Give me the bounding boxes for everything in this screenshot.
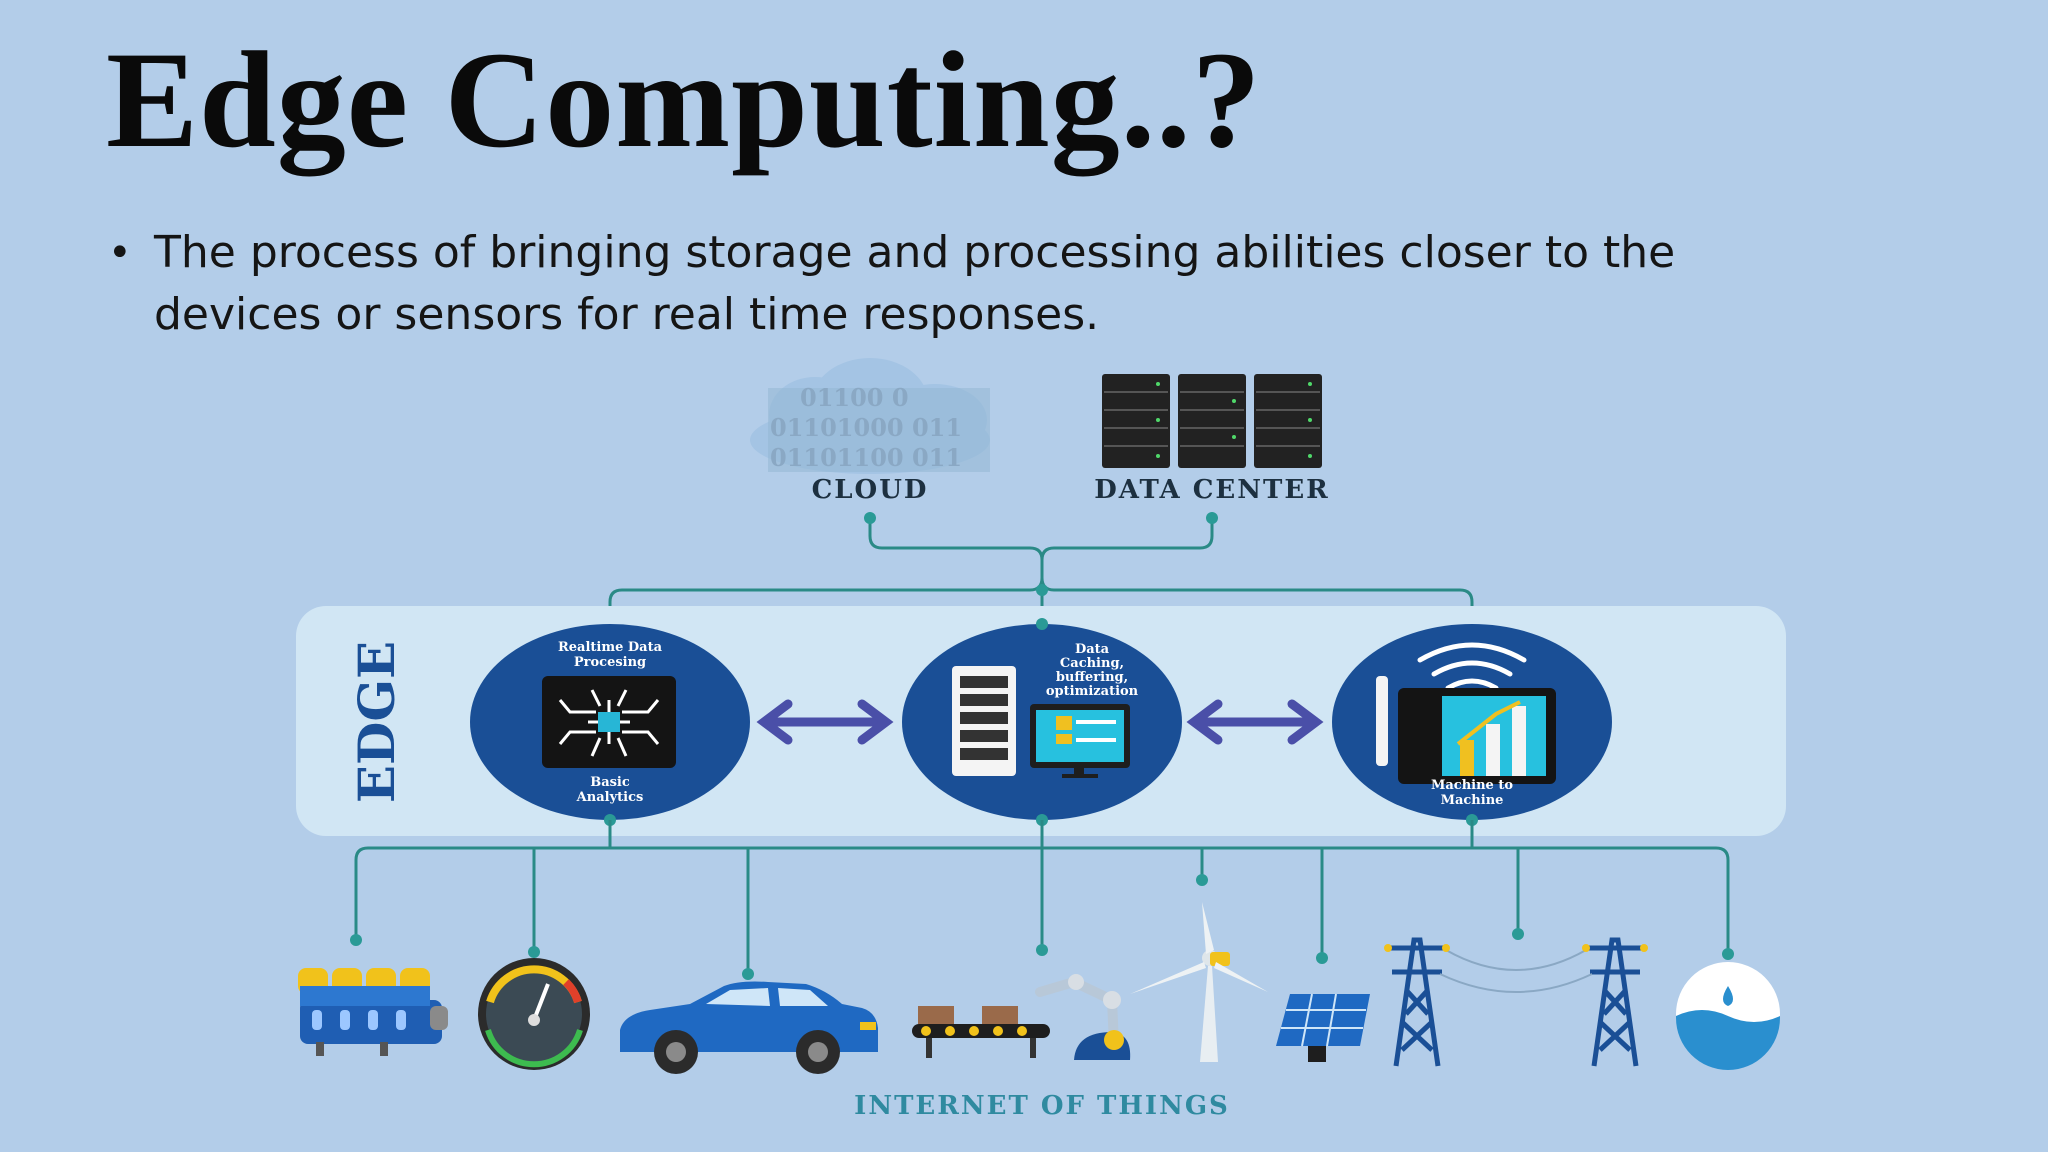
chip-icon — [558, 689, 660, 757]
solar-panel-icon — [1276, 993, 1370, 1062]
car-icon — [620, 981, 878, 1074]
machine-to-machine-node: Machine to Machine — [1332, 624, 1612, 820]
conveyor-robot-icon — [912, 974, 1131, 1060]
gauge-icon — [478, 958, 590, 1070]
node2-line1: Data — [1075, 642, 1110, 657]
server-rack-icon — [1102, 374, 1322, 468]
node2-line2: Caching, — [1060, 656, 1124, 671]
double-arrow-icon — [1186, 699, 1324, 745]
wifi-icon — [1417, 642, 1527, 691]
edge-label: EDGE — [347, 641, 406, 803]
data-center-label: DATA CENTER — [1094, 475, 1330, 505]
power-tower-icon — [1386, 937, 1448, 1067]
iot-label: INTERNET OF THINGS — [854, 1091, 1230, 1121]
cloud-binary-1: 01100 0 — [800, 383, 909, 412]
bullet-item: • The process of bringing storage and pr… — [108, 222, 1688, 346]
bullet-icon: • — [108, 230, 132, 276]
node2-line4: optimization — [1046, 684, 1139, 699]
node1-top-line1: Realtime Data — [558, 640, 663, 655]
cloud-icon: 01100 0 01101000 011 01101100 011 — [750, 358, 990, 474]
node1-bottom-line2: Analytics — [576, 790, 644, 805]
bullet-text: The process of bringing storage and proc… — [154, 227, 1676, 340]
node2-line3: buffering, — [1056, 670, 1128, 685]
power-tower-icon — [1584, 937, 1646, 1067]
realtime-processing-node: Realtime Data Procesing Basic Analytics — [470, 624, 750, 820]
water-drop-icon — [1676, 962, 1780, 1070]
cloud-binary-3: 01101100 011 — [770, 443, 962, 472]
node3-line1: Machine to — [1431, 778, 1513, 793]
double-arrow-icon — [756, 699, 894, 745]
cloud-binary-2: 01101000 011 — [770, 413, 962, 442]
wind-turbine-icon — [1130, 902, 1268, 1062]
data-caching-node: Data Caching, buffering, optimization — [902, 624, 1182, 820]
node1-bottom-line1: Basic — [590, 775, 630, 790]
cloud-label: CLOUD — [812, 475, 929, 505]
slide-title: Edge Computing..? — [106, 23, 1262, 176]
server-icon — [952, 666, 1016, 776]
engine-icon — [298, 968, 448, 1056]
bottom-connectors — [354, 820, 1730, 974]
monitor-icon — [1030, 704, 1130, 778]
node1-top-line2: Procesing — [574, 655, 646, 670]
node3-line2: Machine — [1441, 793, 1504, 808]
